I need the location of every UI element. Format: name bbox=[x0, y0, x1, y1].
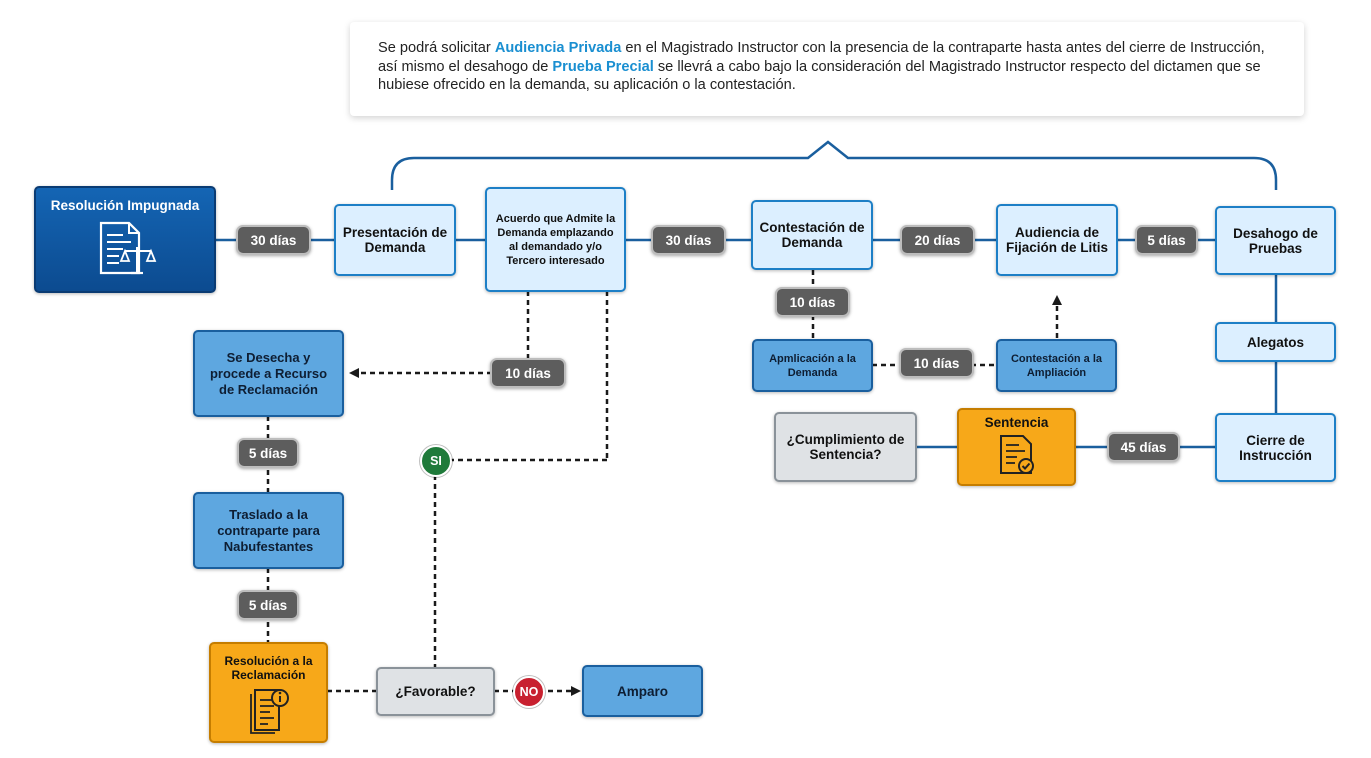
audiencia-fijacion-box: Audiencia de Fijación de Litis bbox=[996, 204, 1118, 276]
note-highlight-prueba: Prueba Precial bbox=[552, 58, 654, 75]
pill-30-dias-1: 30 días bbox=[236, 225, 311, 255]
amparo-box: Amparo bbox=[582, 665, 703, 717]
pill-5-dias-top: 5 días bbox=[1135, 225, 1198, 255]
pill-45-dias: 45 días bbox=[1107, 432, 1180, 462]
resolucion-reclamacion-box: Resolución a la Reclamación bbox=[209, 642, 328, 743]
contestacion-ampliacion-label: Contestación a la Ampliación bbox=[1010, 352, 1103, 379]
pill-30-dias-2: 30 días bbox=[651, 225, 726, 255]
sentencia-box: Sentencia bbox=[957, 408, 1076, 486]
document-scale-icon bbox=[99, 221, 157, 275]
contestacion-demanda-label: Contestación de Demanda bbox=[759, 220, 865, 250]
pill-10-dias-contestacion: 10 días bbox=[775, 287, 850, 317]
amparo-label: Amparo bbox=[616, 683, 668, 699]
desahogo-pruebas-label: Desahogo de Pruebas bbox=[1233, 225, 1318, 256]
traslado-box: Traslado a la contraparte para Nabufesta… bbox=[193, 492, 344, 569]
acuerdo-admite-label: Acuerdo que Admite la Demanda emplazando… bbox=[495, 212, 616, 267]
contestacion-demanda-box: Contestación de Demanda bbox=[751, 200, 873, 270]
note-highlight-audiencia: Audiencia Privada bbox=[494, 40, 622, 56]
ampliacion-demanda-box: Apmlicación a la Demanda bbox=[752, 339, 873, 392]
note-text-3: se llevrá a cabo bajo la consideración d… bbox=[378, 58, 1261, 94]
pill-5-dias-resolucion: 5 días bbox=[237, 590, 299, 620]
cumplimiento-sentencia-label: ¿Cumplimiento de Sentencia? bbox=[786, 432, 905, 462]
pill-20-dias: 20 días bbox=[900, 225, 975, 255]
pill-10-dias-ampliacion: 10 días bbox=[899, 348, 974, 378]
cumplimiento-sentencia-box: ¿Cumplimiento de Sentencia? bbox=[774, 412, 917, 482]
sentencia-label: Sentencia bbox=[984, 415, 1049, 430]
audiencia-fijacion-label: Audiencia de Fijación de Litis bbox=[1005, 225, 1108, 255]
pill-10-dias-desecha: 10 días bbox=[490, 358, 566, 388]
resolucion-reclamacion-label: Resolución a la Reclamación bbox=[224, 654, 313, 682]
se-desecha-box: Se Desecha y procede a Recurso de Reclam… bbox=[193, 330, 344, 417]
note-text-2: en el Magistrado Instructor con la prese… bbox=[378, 40, 1265, 75]
info-note: Se podrá solicitar Audiencia Privada en … bbox=[350, 22, 1304, 116]
se-desecha-label: Se Desecha y procede a Recurso de Reclam… bbox=[209, 349, 328, 397]
ampliacion-demanda-label: Apmlicación a la Demanda bbox=[769, 352, 856, 379]
cierre-instruccion-label: Cierre de Instrucción bbox=[1239, 432, 1312, 463]
presentacion-demanda-label: Presentación de Demanda bbox=[342, 225, 448, 255]
resolucion-impugnada-label: Resolución Impugnada bbox=[50, 198, 200, 213]
alegatos-label: Alegatos bbox=[1246, 334, 1304, 350]
favorable-label: ¿Favorable? bbox=[395, 684, 476, 699]
favorable-box: ¿Favorable? bbox=[376, 667, 495, 716]
traslado-label: Traslado a la contraparte para Nabufesta… bbox=[217, 506, 320, 554]
resolucion-impugnada-box: Resolución Impugnada bbox=[34, 186, 216, 293]
contestacion-ampliacion-box: Contestación a la Ampliación bbox=[996, 339, 1117, 392]
note-text-1: Se podrá solicitar bbox=[378, 40, 495, 56]
si-badge: SI bbox=[420, 445, 452, 477]
desahogo-pruebas-box: Desahogo de Pruebas bbox=[1215, 206, 1336, 275]
document-check-icon bbox=[999, 435, 1034, 474]
cierre-instruccion-box: Cierre de Instrucción bbox=[1215, 413, 1336, 482]
pill-5-dias-traslado: 5 días bbox=[237, 438, 299, 468]
bracket-line bbox=[390, 140, 1278, 190]
alegatos-box: Alegatos bbox=[1215, 322, 1336, 362]
document-info-icon bbox=[249, 689, 289, 734]
acuerdo-admite-box: Acuerdo que Admite la Demanda emplazando… bbox=[485, 187, 626, 292]
no-badge: NO bbox=[513, 676, 545, 708]
presentacion-demanda-box: Presentación de Demanda bbox=[334, 204, 456, 276]
